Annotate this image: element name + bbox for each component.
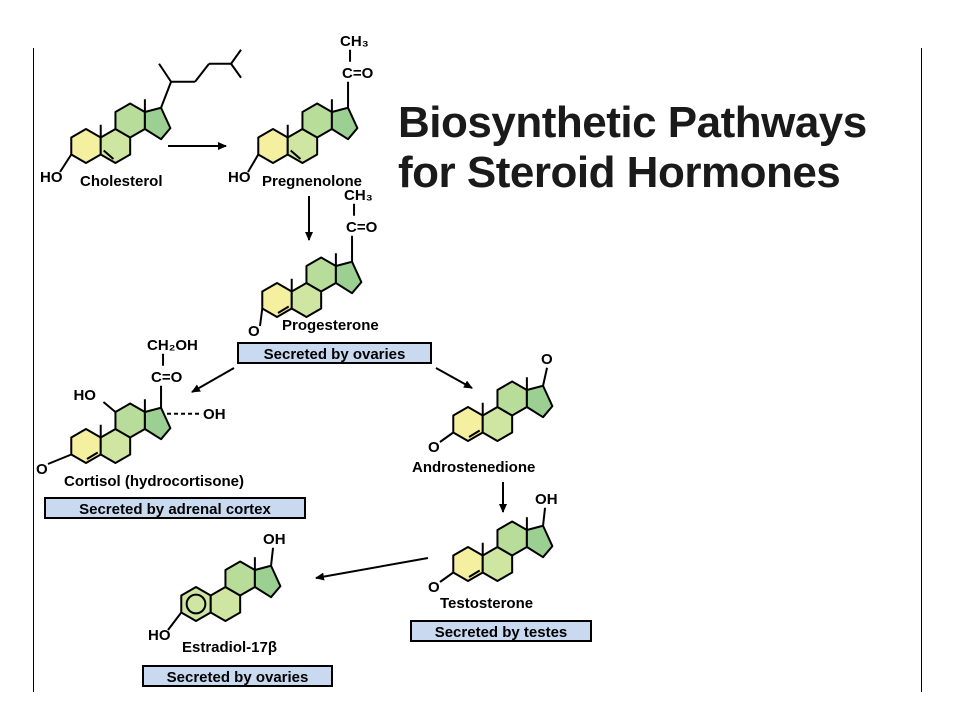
arrow-progesterone-to-cortisol [191, 367, 235, 393]
cortisol-ring-a [70, 428, 102, 464]
pregnenolone-ch3-group: CH₃ [340, 33, 369, 50]
progesterone-double-bond-45 [277, 305, 290, 314]
cholesterol-side-chain-6 [230, 49, 242, 65]
testosterone-double-bond-45 [468, 569, 481, 578]
androstenedione-ring-d [525, 384, 554, 419]
badge-cortisol-secretion: Secreted by adrenal cortex [44, 497, 306, 519]
progesterone-ring-c [305, 256, 337, 293]
pregnenolone-ring-d [330, 106, 359, 141]
pregnenolone-double-bond-56 [290, 149, 302, 160]
molecules-layer [47, 49, 554, 631]
cortisol-double-bond-45 [86, 451, 99, 460]
androstenedione-o17-group: O [541, 351, 553, 368]
pregnenolone-ho-bond [247, 153, 260, 173]
estradiol-ho-bond [167, 611, 183, 631]
arrow-testosterone-to-estradiol [315, 557, 429, 581]
pregnenolone-label: Pregnenolone [262, 173, 362, 190]
pregnenolone-ho-group: HO [228, 169, 251, 186]
cortisol-o-group: O [36, 461, 48, 478]
cortisol-ketone-bond [47, 453, 72, 465]
testosterone-ring-d [525, 524, 554, 559]
progesterone-o-group: O [248, 323, 260, 340]
arrows-layer [168, 142, 507, 581]
badge-testosterone-secretion: Secreted by testes [410, 620, 592, 642]
androstenedione-ring-a [452, 406, 484, 442]
testosterone-ketone-bond [439, 571, 454, 583]
cholesterol-ring-d [143, 106, 172, 141]
arrow-progesterone-to-androstenedione [435, 367, 473, 389]
androstenedione-ring-c [496, 380, 528, 417]
testosterone-ring-c [496, 520, 528, 557]
pregnenolone-ring-c [301, 102, 333, 139]
cortisol-ring-c [114, 402, 146, 439]
androstenedione-ketone3-bond [439, 431, 454, 443]
title-line-1: Biosynthetic Pathways [398, 98, 867, 147]
cholesterol-double-bond-56 [103, 149, 115, 160]
testosterone-oh-group: OH [535, 491, 558, 508]
androstenedione-ketone-bond [542, 367, 549, 386]
estradiol-ring-d [253, 564, 282, 599]
cholesterol-side-chain-methyl [158, 63, 172, 83]
cortisol-ring-d [143, 406, 172, 441]
androstenedione-o3-group: O [428, 439, 440, 456]
cholesterol-side-chain-3 [194, 63, 210, 83]
title-line-2: for Steroid Hormones [398, 148, 841, 197]
testosterone-o-group: O [428, 579, 440, 596]
cortisol-oh-c11-bond [102, 401, 117, 413]
testosterone-oh-bond [542, 507, 547, 526]
androstenedione-double-bond-45 [468, 429, 481, 438]
cholesterol-ring-a [70, 128, 102, 164]
cortisol-ho-c11-group: HO [73, 387, 96, 404]
estradiol-ho-group: HO [148, 627, 171, 644]
left-border-line [33, 48, 34, 692]
right-border-line [921, 48, 922, 692]
pregnenolone-co-group: C=O [342, 65, 374, 82]
badge-estradiol-secretion: Secreted by ovaries [142, 665, 333, 687]
cortisol-ch2oh-group: CH₂OH [147, 337, 198, 354]
estradiol-aromatic-ring [185, 593, 207, 615]
progesterone-ch3-group: CH₃ [344, 187, 373, 204]
testosterone-ring-a [452, 546, 484, 582]
pregnenolone-ring-a [257, 128, 289, 164]
cortisol-oh-c17-group: OH [203, 406, 226, 423]
progesterone-ring-d [334, 260, 363, 295]
cholesterol-side-chain-1 [160, 81, 172, 109]
cortisol-label: Cortisol (hydrocortisone) [64, 473, 244, 490]
badge-progesterone-secretion: Secreted by ovaries [237, 342, 432, 364]
progesterone-co-group: C=O [346, 219, 378, 236]
progesterone-ring-a [261, 282, 293, 318]
progesterone-label: Progesterone [282, 317, 379, 334]
androstenedione-label: Androstenedione [412, 459, 535, 476]
cortisol-co-group: C=O [151, 369, 183, 386]
cholesterol-ho-bond [59, 153, 73, 173]
cholesterol-side-chain-5 [230, 63, 242, 79]
progesterone-ketone-bond [259, 308, 264, 327]
cholesterol-label: Cholesterol [80, 173, 163, 190]
cholesterol-ho-group: HO [40, 169, 63, 186]
estradiol-oh-group: OH [263, 531, 286, 548]
cholesterol-ring-c [114, 102, 146, 139]
page-title: Biosynthetic Pathways for Steroid Hormon… [398, 98, 938, 198]
estradiol-label: Estradiol-17β [182, 639, 277, 656]
testosterone-label: Testosterone [440, 595, 533, 612]
estradiol-ring-c [224, 560, 256, 597]
estradiol-oh-bond [270, 547, 275, 566]
